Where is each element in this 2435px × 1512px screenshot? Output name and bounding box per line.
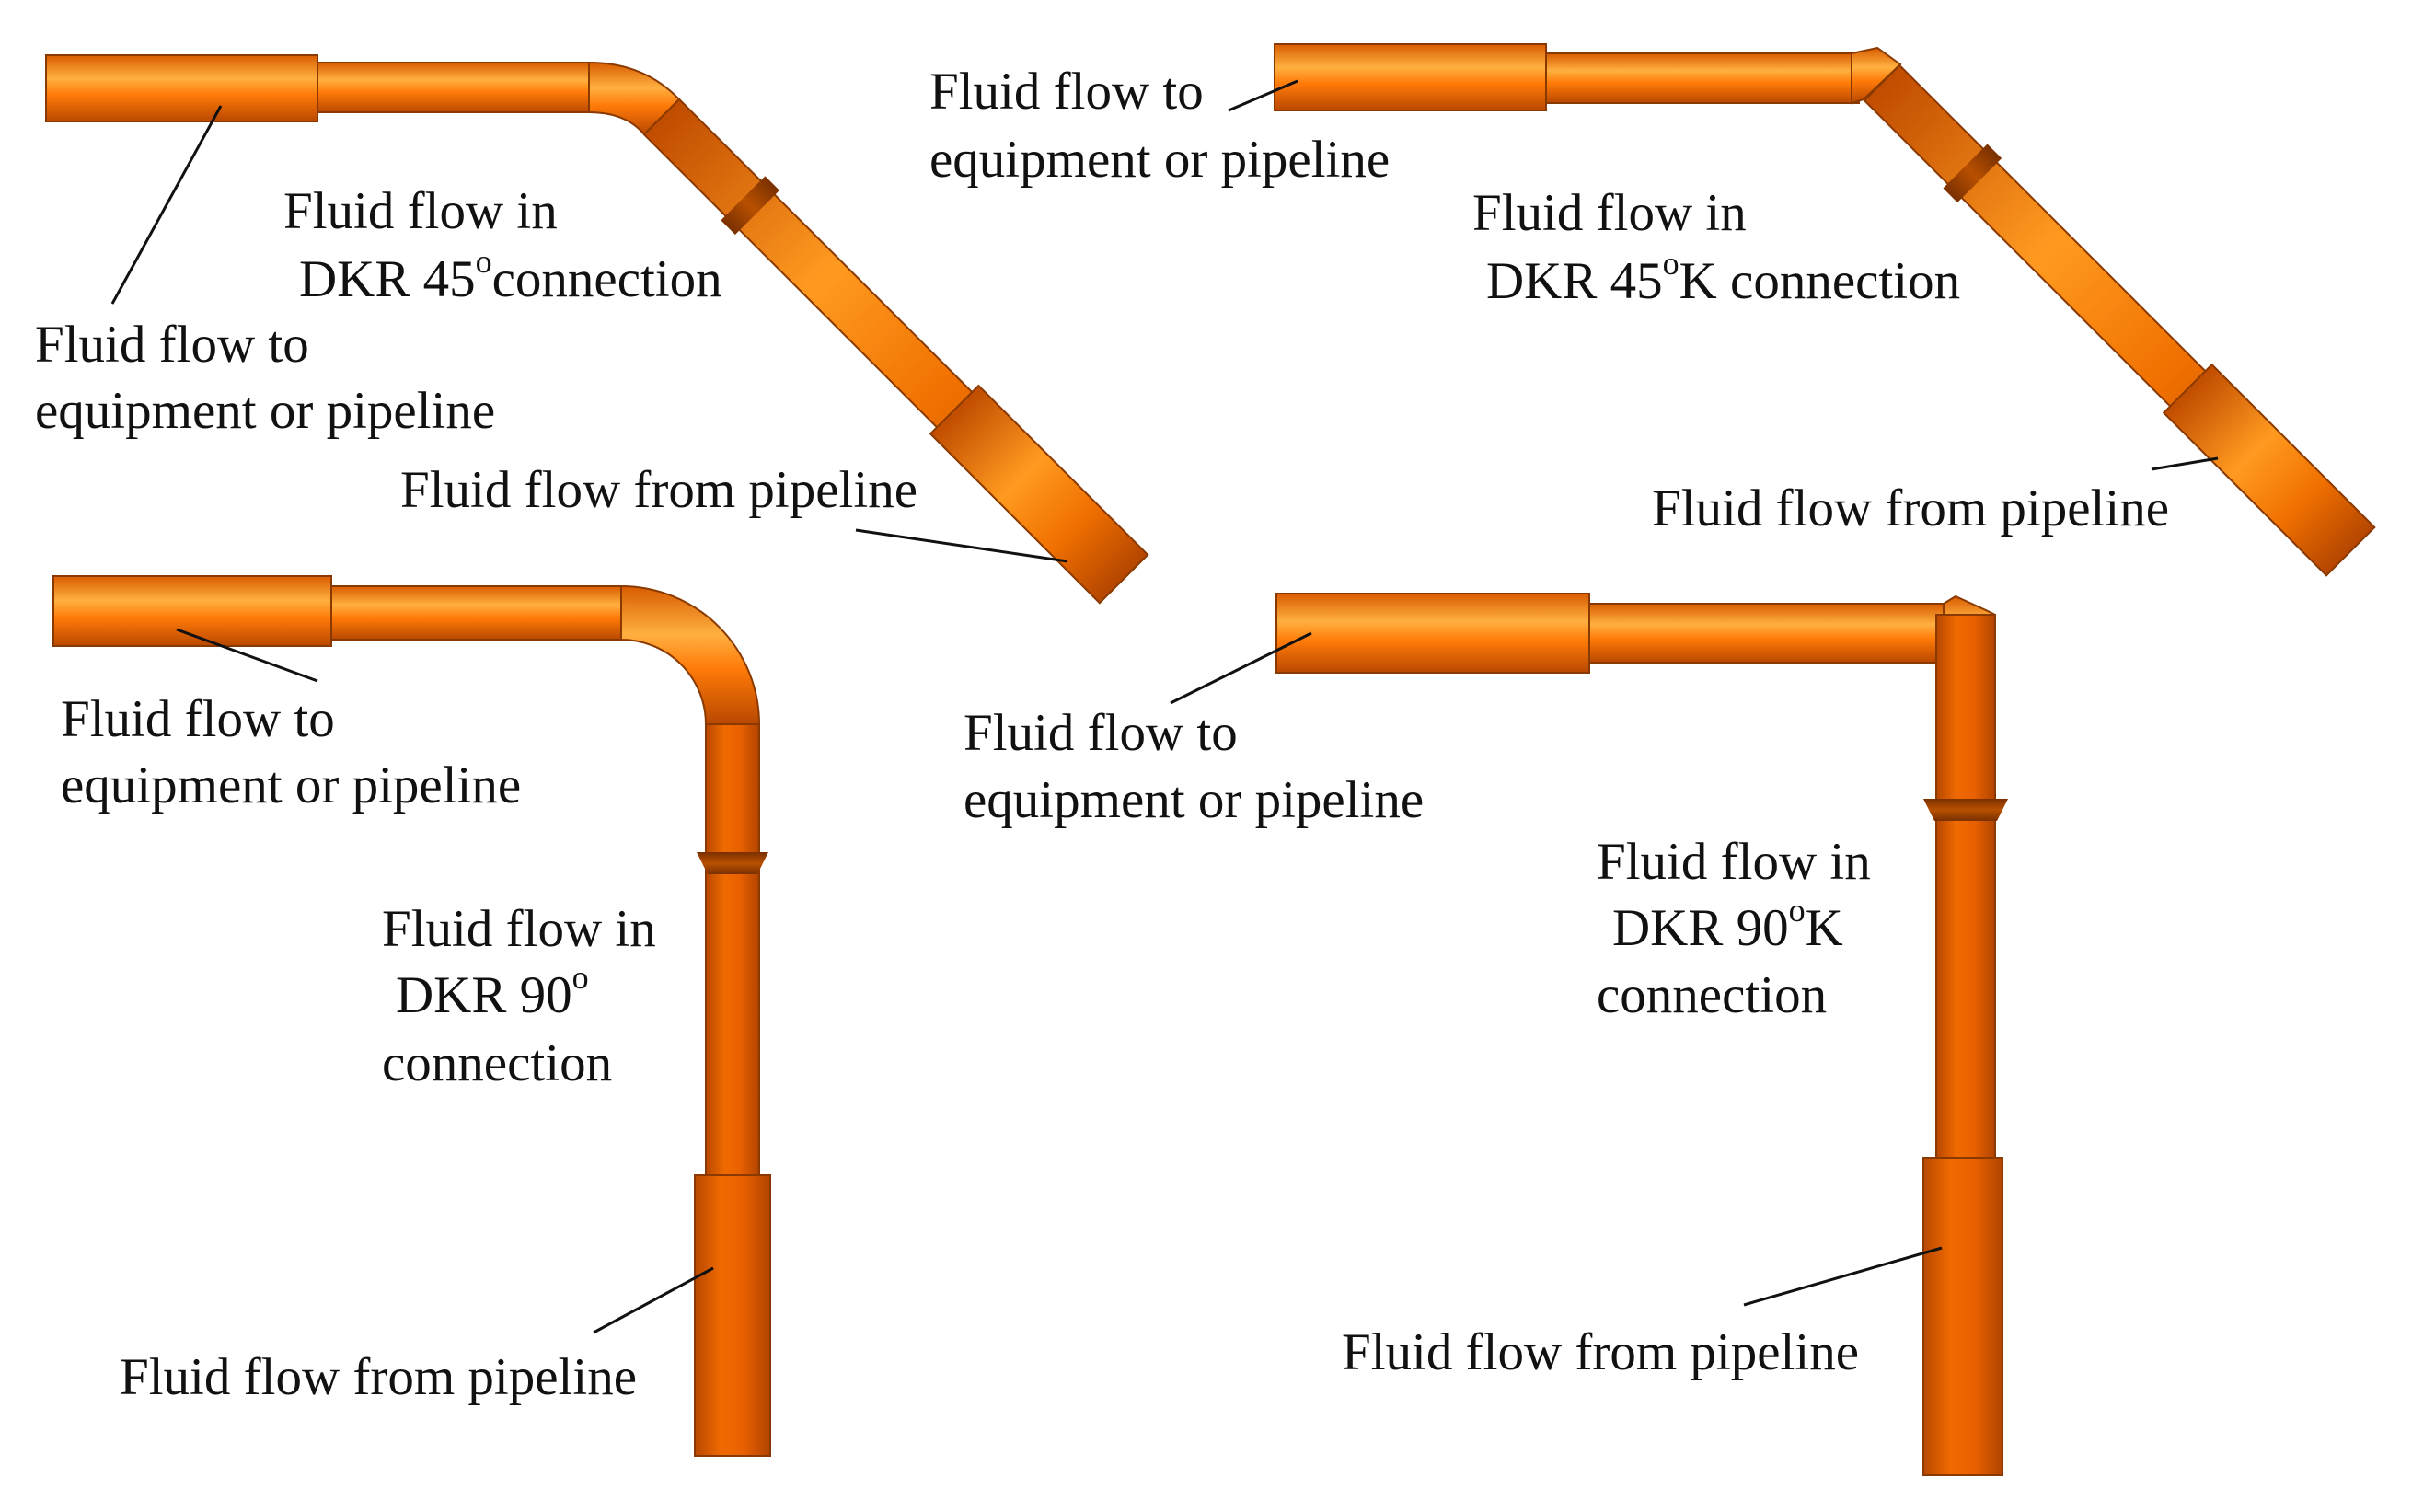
dkr45-from-label: Fluid flow from pipeline — [400, 461, 917, 519]
panel-dkr90k: Fluid flow to equipment or pipeline Flui… — [964, 593, 2008, 1476]
dkr90k-inner-label-line3: connection — [1597, 966, 1827, 1024]
dkr45-inner-label-line2: DKR 45oconnection — [299, 243, 722, 308]
dkr90k-vertical-pipe — [1935, 614, 1996, 1159]
panel-dkr90: Fluid flow to equipment or pipeline Flui… — [52, 575, 771, 1457]
dkr45k-inlet-socket — [2162, 363, 2376, 577]
dkr90-bend — [620, 584, 761, 725]
dkr45-ring — [721, 176, 779, 235]
dkr45k-outlet-pipe — [1545, 52, 1860, 104]
dkr90k-inlet-socket — [1922, 1157, 2003, 1476]
dkr90-from-leader — [593, 1266, 714, 1334]
dkr90k-outlet-pipe — [1588, 603, 1945, 664]
dkr45-outlet-socket — [45, 54, 318, 122]
dkr90k-outlet-socket — [1275, 593, 1590, 674]
dkr45-from-leader — [855, 528, 1068, 563]
dkr90-to-label-line2: equipment or pipeline — [61, 756, 521, 814]
dkr90k-from-leader — [1743, 1246, 1943, 1307]
dkr90k-inner-label-line2: DKR 90oK — [1612, 892, 1843, 957]
dkr90-to-label-line1: Fluid flow to — [61, 690, 335, 748]
dkr90-inlet-socket — [694, 1174, 771, 1457]
dkr90k-ring — [1923, 799, 2008, 821]
dkr45k-to-label-line1: Fluid flow to — [929, 63, 1204, 121]
dkr45k-from-label: Fluid flow from pipeline — [1652, 479, 2169, 537]
dkr45-inner-label-line1: Fluid flow in — [283, 182, 558, 240]
dkr45k-outlet-socket — [1274, 43, 1547, 111]
dkr90-inner-label-line2: DKR 90o — [396, 959, 589, 1024]
dkr45-to-label-line2: equipment or pipeline — [35, 382, 495, 440]
dkr90-inner-label-line3: connection — [382, 1034, 612, 1092]
dkr90-outlet-pipe — [330, 585, 622, 641]
dkr45k-inner-label-line1: Fluid flow in — [1472, 184, 1747, 242]
dkr90k-inner-label-line1: Fluid flow in — [1597, 833, 1871, 891]
dkr45-pipe-assembly — [45, 54, 1149, 605]
dkr90-ring — [697, 852, 768, 874]
dkr45k-from-leader — [2151, 456, 2219, 471]
dkr45-inlet-socket — [929, 384, 1149, 605]
dkr45k-to-leader — [1228, 79, 1298, 112]
dkr45k-inner-label-line2: DKR 45oK connection — [1486, 245, 1960, 310]
dkr90k-to-label-line1: Fluid flow to — [964, 704, 1238, 762]
dkr90-from-label: Fluid flow from pipeline — [120, 1348, 637, 1406]
dkr90-vertical-pipe — [705, 723, 760, 1176]
dkr90-to-leader — [176, 628, 318, 683]
dkr45k-pipe-assembly — [1274, 43, 2376, 577]
dkr90k-to-leader — [1170, 631, 1312, 705]
panel-dkr45: Fluid flow in DKR 45oconnection Fluid fl… — [35, 54, 1149, 605]
dkr45-to-leader — [110, 105, 223, 305]
dkr90k-from-label: Fluid flow from pipeline — [1342, 1323, 1859, 1381]
dkr90k-to-label-line2: equipment or pipeline — [964, 771, 1424, 829]
dkr90-inner-label-line1: Fluid flow in — [382, 900, 656, 958]
panel-dkr45k: Fluid flow to equipment or pipeline Flui… — [929, 43, 2376, 577]
dkr45k-ring — [1943, 144, 2002, 203]
dkr45-outlet-pipe — [317, 62, 590, 113]
dkr90k-pipe-assembly — [1275, 593, 2008, 1476]
dkr45-to-label-line1: Fluid flow to — [35, 316, 309, 374]
dkr45k-to-label-line2: equipment or pipeline — [929, 131, 1390, 189]
